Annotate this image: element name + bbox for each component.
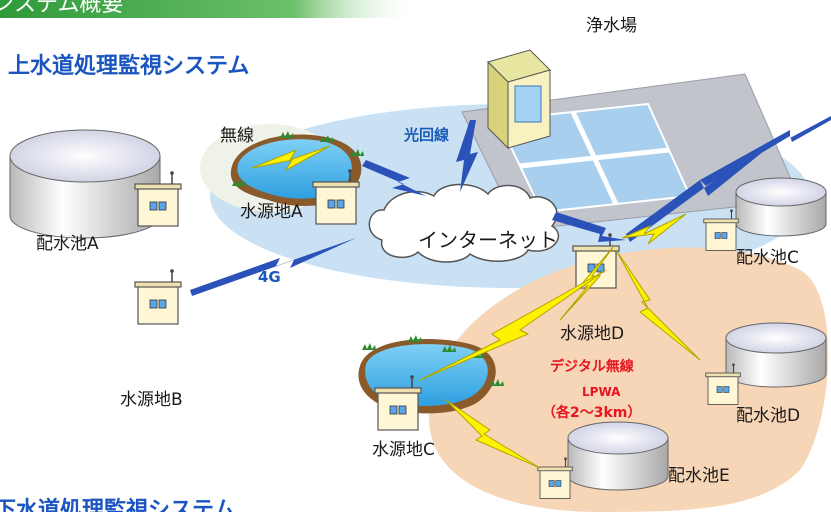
label-optical-line: 光回線: [404, 126, 450, 144]
title-banner: [0, 0, 420, 18]
purification-plant-icon: [461, 49, 801, 231]
source-b-icon: [134, 268, 182, 325]
internet-cloud-icon: [368, 183, 559, 263]
banner-title: システム概要: [0, 0, 124, 17]
blue-lightning-bolts: [190, 116, 831, 296]
label-source-d: 水源地D: [560, 324, 625, 344]
heading-sewage: 下水道処理監視システム: [0, 498, 236, 512]
label-purification-plant: 浄水場: [586, 16, 637, 36]
yellow-lightning-bolts: [251, 145, 701, 469]
tank-c-icon: [703, 177, 827, 252]
heading-water-supply: 上水道処理監視システム: [8, 54, 250, 79]
label-source-a: 水源地A: [240, 202, 303, 222]
label-tank-a: 配水池A: [36, 234, 99, 254]
label-internet: インターネット: [418, 228, 558, 252]
source-a-pond-icon: [230, 131, 364, 225]
label-lpwa: LPWA: [582, 385, 621, 399]
label-digital-radio: デジタル無線: [550, 359, 634, 375]
tank-a-icon: [9, 129, 182, 239]
label-source-c: 水源地C: [372, 440, 435, 460]
label-radio: 無線: [220, 126, 254, 146]
label-4g: 4G: [258, 268, 281, 286]
label-tank-d: 配水池D: [736, 406, 801, 426]
label-tank-e: 配水池E: [668, 466, 730, 486]
label-source-b: 水源地B: [120, 390, 183, 410]
label-tank-c: 配水池C: [736, 248, 799, 268]
tank-e-icon: [537, 421, 669, 500]
tank-d-icon: [705, 322, 827, 406]
label-range: （各2～3km）: [542, 405, 642, 421]
